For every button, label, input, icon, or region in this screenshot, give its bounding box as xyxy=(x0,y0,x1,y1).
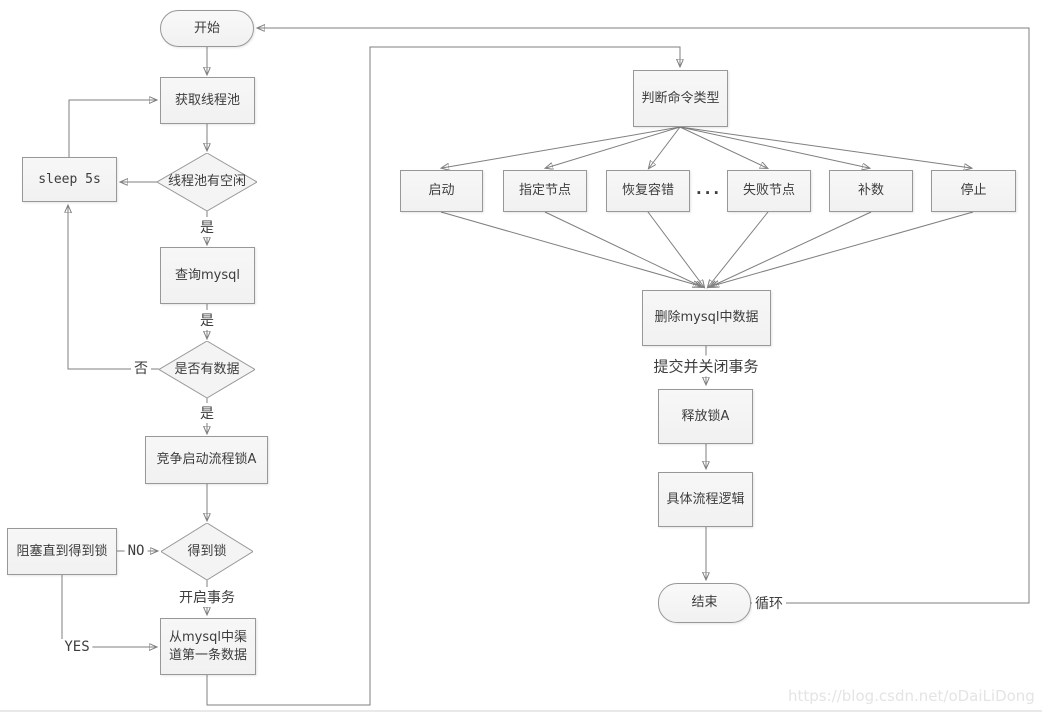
edge-label-open-transaction: 开启事务 xyxy=(176,587,238,607)
node-query-mysql: 查询mysql xyxy=(160,247,255,304)
node-release-lock: 释放锁A xyxy=(658,389,753,444)
node-end: 结束 xyxy=(658,583,751,623)
node-got-lock: 得到锁 xyxy=(161,523,253,580)
node-compete-lock: 竞争启动流程锁A xyxy=(145,436,268,484)
bottom-divider xyxy=(0,710,1042,712)
flow-edge xyxy=(68,100,156,157)
node-query-mysql-label: 查询mysql xyxy=(175,267,240,283)
edge-label-loop: 循环 xyxy=(752,593,786,613)
flow-edge xyxy=(649,126,681,168)
node-start-label: 开始 xyxy=(193,20,220,36)
node-cmd-recover-fault: 恢复容错 xyxy=(606,170,690,212)
node-cmd-start-label: 启动 xyxy=(428,183,455,199)
node-cmd-recover-fault-label: 恢复容错 xyxy=(621,183,674,199)
edge-label-hasdata-yes: 是 xyxy=(197,403,217,423)
node-thread-pool-idle: 线程池有空闲 xyxy=(157,153,257,211)
node-sleep-label: sleep 5s xyxy=(38,171,101,187)
flow-edge xyxy=(258,28,1030,604)
node-cmd-stop-label: 停止 xyxy=(960,183,987,199)
watermark-url: https://blog.csdn.net/oDaiLiDong xyxy=(788,687,1035,705)
node-got-lock-label: 得到锁 xyxy=(187,543,227,559)
node-cmd-failed-node: 失败节点 xyxy=(727,170,811,212)
edge-label-commit-close-transaction: 提交并关闭事务 xyxy=(650,355,762,377)
node-delete-mysql-data-label: 删除mysql中数据 xyxy=(654,310,759,326)
flow-edge xyxy=(679,126,971,168)
node-cmd-assign-node: 指定节点 xyxy=(503,170,587,212)
flow-edge xyxy=(442,126,681,168)
node-thread-pool-idle-label: 线程池有空闲 xyxy=(167,174,246,190)
diamond-shape xyxy=(157,153,257,211)
node-has-data: 是否有数据 xyxy=(159,341,255,398)
edge-label-query-yes: 是 xyxy=(197,310,217,330)
node-cmd-backfill: 补数 xyxy=(829,170,913,212)
diamond-shape xyxy=(161,523,253,580)
flow-edge xyxy=(68,206,159,370)
node-cmd-assign-node-label: 指定节点 xyxy=(518,183,571,199)
edge-label-idle-yes: 是 xyxy=(197,217,217,237)
edge-label-lock-no: NO xyxy=(124,543,148,559)
node-cmd-failed-node-label: 失败节点 xyxy=(742,183,795,199)
node-end-label: 结束 xyxy=(691,595,718,611)
node-sleep: sleep 5s xyxy=(22,157,117,202)
node-fetch-first-row-label: 从mysql中渠道第一条数据 xyxy=(168,629,247,663)
node-fetch-first-row: 从mysql中渠道第一条数据 xyxy=(160,618,256,675)
flow-edge xyxy=(679,126,869,168)
flow-edge xyxy=(544,211,702,287)
node-get-thread-pool-label: 获取线程池 xyxy=(174,92,240,108)
node-cmd-start: 启动 xyxy=(400,170,483,212)
node-judge-command-type-label: 判断命令类型 xyxy=(641,90,720,106)
flow-edge xyxy=(712,211,974,286)
node-get-thread-pool: 获取线程池 xyxy=(160,77,255,124)
node-release-lock-label: 释放锁A xyxy=(681,408,730,424)
node-cmd-stop: 停止 xyxy=(931,170,1016,212)
edge-label-lock-yes: YES xyxy=(61,639,93,655)
flow-edge xyxy=(546,126,681,168)
node-compete-lock-label: 竞争启动流程锁A xyxy=(156,452,257,468)
node-delete-mysql-data: 删除mysql中数据 xyxy=(642,290,771,346)
flow-edge xyxy=(679,126,767,168)
node-judge-command-type: 判断命令类型 xyxy=(633,70,728,127)
edge-label-hasdata-no: 否 xyxy=(131,358,151,378)
node-process-logic: 具体流程逻辑 xyxy=(658,472,753,527)
node-block-until-lock-label: 阻塞直到得到锁 xyxy=(16,543,108,559)
flow-edge xyxy=(206,46,680,706)
cmd-ellipsis: ... xyxy=(696,180,723,198)
flow-edge xyxy=(440,211,700,286)
flow-edge xyxy=(708,211,769,287)
node-has-data-label: 是否有数据 xyxy=(174,361,240,377)
diamond-shape xyxy=(159,341,255,398)
node-start: 开始 xyxy=(160,10,254,47)
node-cmd-backfill-label: 补数 xyxy=(857,183,884,199)
flow-edge xyxy=(647,211,704,287)
flow-edge xyxy=(710,211,872,287)
node-process-logic-label: 具体流程逻辑 xyxy=(666,491,745,507)
flow-edge xyxy=(61,575,156,647)
node-block-until-lock: 阻塞直到得到锁 xyxy=(7,528,117,575)
